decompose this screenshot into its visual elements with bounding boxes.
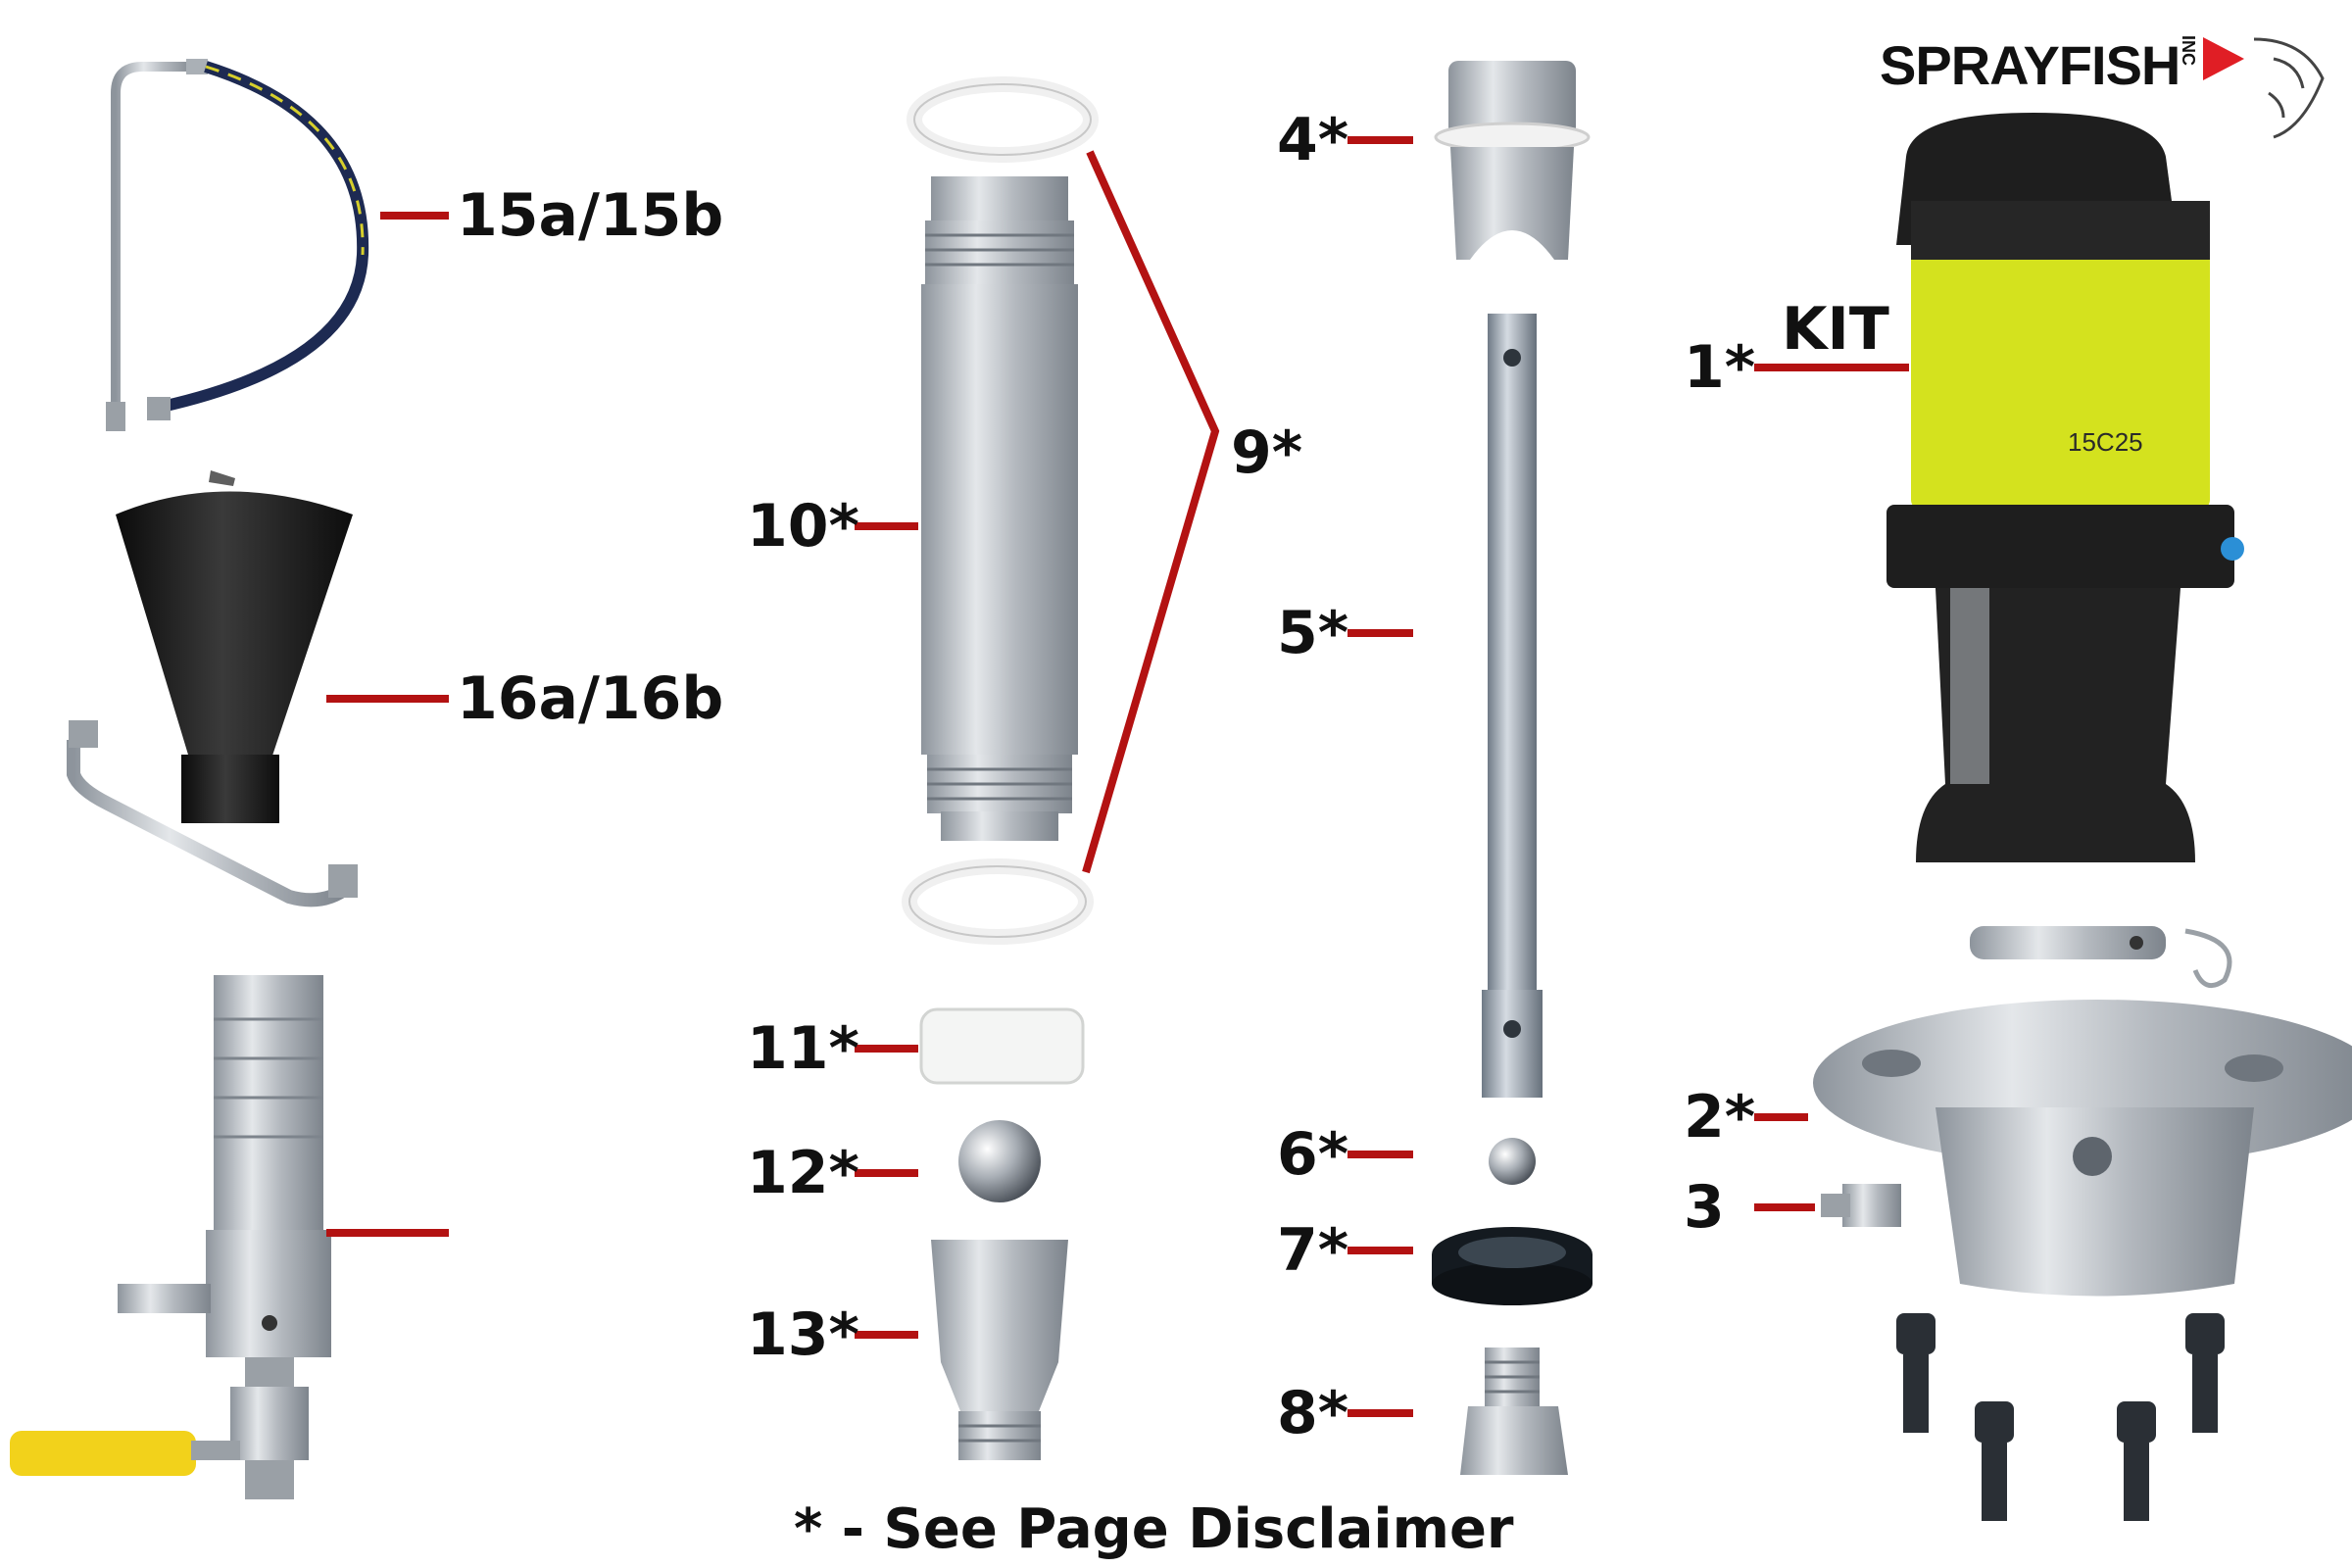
callout-1: 1*	[1684, 333, 1756, 402]
mounting-bolts	[1896, 1313, 2225, 1521]
callout-6: 6*	[1277, 1120, 1349, 1189]
callout-3: 3	[1684, 1173, 1725, 1242]
part-10-pump-cylinder	[921, 176, 1078, 841]
part-6-piston-ball	[1489, 1138, 1536, 1185]
part-13-foot-valve-housing	[931, 1240, 1068, 1460]
callout-7: 7*	[1277, 1216, 1349, 1285]
part-8-piston-nut	[1460, 1348, 1568, 1475]
part-2-base-flange	[1813, 1000, 2352, 1297]
disclaimer-note: * - See Page Disclaimer	[794, 1497, 1514, 1561]
callout-11: 11*	[747, 1014, 859, 1083]
callout-14: 15a/15b	[457, 181, 724, 250]
callout-8: 8*	[1277, 1379, 1349, 1447]
pump-model-label: 15C25	[2068, 427, 2143, 457]
leader-9	[1082, 150, 1220, 874]
part-16-inlet-valve	[10, 975, 331, 1499]
logo-fish-icon	[2203, 37, 2244, 80]
part-5-piston-rod	[1482, 314, 1543, 1098]
callout-15: 16a/16b	[457, 664, 724, 733]
kit-label: KIT	[1782, 295, 1889, 364]
callout-4: 4*	[1277, 106, 1349, 174]
part-12-check-ball	[958, 1120, 1041, 1202]
callout-2: 2*	[1684, 1083, 1756, 1152]
callout-5: 5*	[1277, 599, 1349, 667]
part-11-seal	[919, 1007, 1085, 1085]
callout-10: 10*	[747, 492, 859, 561]
callout-9: 9*	[1231, 418, 1303, 487]
part-1-pump-motor-kit	[1886, 113, 2244, 862]
callout-12: 12*	[747, 1139, 859, 1207]
part-7-u-cup-seal	[1432, 1227, 1592, 1305]
callout-13: 13*	[747, 1300, 859, 1369]
part-14-hose-assembly	[106, 59, 369, 431]
part-4-piston-valve	[1434, 61, 1591, 260]
brand-suffix: INC	[2179, 35, 2198, 66]
part-15-hopper-cone	[67, 470, 358, 907]
clevis-pin	[1970, 926, 2232, 989]
brand-logo: SPRAYFISH	[1880, 34, 2180, 96]
part-3-fitting	[1821, 1184, 1901, 1227]
